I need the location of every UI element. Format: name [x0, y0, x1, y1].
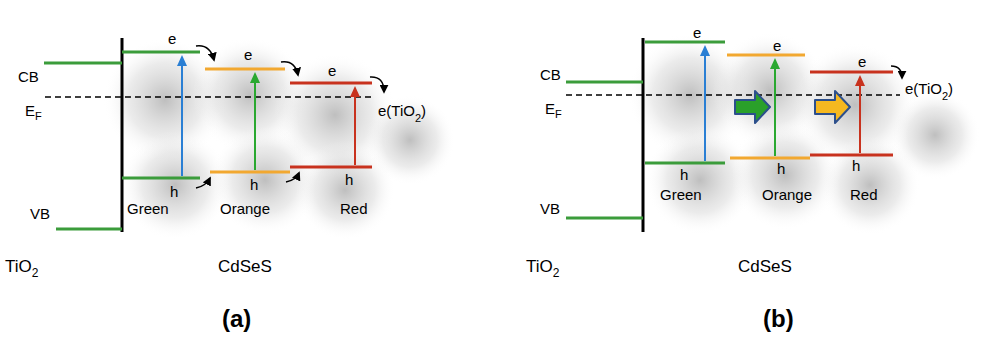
subscript: F [35, 110, 42, 123]
dot-label: Green [127, 200, 169, 217]
arrow-head [770, 58, 780, 69]
electron-label: e [168, 30, 176, 47]
subscript: F [555, 108, 562, 121]
subscript: 2 [942, 90, 948, 103]
panel-label: (a) [222, 305, 251, 333]
green-vb-level [645, 162, 725, 165]
red-vb-level [810, 154, 893, 157]
green-vb-level [122, 177, 200, 180]
electron-label: e [693, 24, 701, 41]
hole-label: h [170, 183, 178, 200]
band-label: VB [30, 205, 50, 222]
transfer-arrow [281, 62, 298, 75]
excitation-arrow [774, 67, 776, 156]
excitation-arrow [859, 84, 861, 153]
electron-label: ) [421, 102, 426, 119]
dot-label: Orange [762, 186, 812, 203]
energy-transfer-arrow [735, 91, 770, 123]
material-label: TiO [5, 257, 32, 277]
material-label: CdSeS [738, 257, 792, 277]
orange-cb-level [727, 54, 805, 57]
electron-label: e [773, 37, 781, 54]
interface-line [121, 38, 124, 232]
excitation-arrow [254, 81, 256, 170]
band-label: CB [18, 68, 39, 85]
quantum-dot [365, 95, 455, 185]
panel-label: (b) [763, 305, 794, 333]
band-label: CB [540, 66, 561, 83]
energy-transfer-arrow [815, 91, 850, 123]
transfer-arrow [891, 66, 902, 78]
red-vb-level [290, 166, 372, 169]
fermi-level [45, 96, 375, 98]
arrow-head [250, 72, 260, 83]
arrow-head [700, 45, 710, 56]
tio2-cb-level [44, 62, 122, 65]
tio2-vb-level [56, 228, 122, 231]
tio2-vb-level [566, 217, 643, 220]
subscript: 2 [32, 267, 39, 281]
dot-label: Orange [220, 200, 270, 217]
hole-transfer-arrow [196, 178, 210, 188]
transfer-arrow [370, 77, 384, 92]
hole-label: h [345, 171, 353, 188]
arrow-head [855, 75, 865, 86]
band-label: VB [540, 200, 560, 217]
dot-label: Red [340, 200, 368, 217]
excitation-arrow [181, 64, 183, 176]
tio2-cb-level [566, 81, 643, 84]
excitation-arrow [354, 95, 356, 165]
electron-label: e(TiO [378, 102, 415, 119]
arrow-head [350, 86, 360, 97]
hole-transfer-arrow [286, 173, 299, 182]
transfer-arrow [196, 46, 214, 60]
dot-label: Green [660, 186, 702, 203]
fermi-level [566, 94, 900, 96]
subscript: 2 [553, 267, 560, 281]
green-cb-level [645, 41, 725, 44]
quantum-dot-blobs [103, 37, 455, 240]
material-label: TiO [526, 257, 553, 277]
material-label: CdSeS [218, 257, 272, 277]
dot-label: Red [850, 186, 878, 203]
electron-label: e(TiO [905, 80, 942, 97]
hole-label: h [852, 157, 860, 174]
hole-label: h [777, 160, 785, 177]
green-cb-level [122, 51, 200, 54]
hole-label: h [680, 166, 688, 183]
red-cb-level [810, 71, 893, 74]
orange-cb-level [205, 68, 285, 71]
electron-label: ) [948, 80, 953, 97]
electron-label: e [244, 46, 252, 63]
electron-label: e [328, 62, 336, 79]
red-cb-level [290, 82, 372, 85]
hole-label: h [250, 176, 258, 193]
subscript: 2 [415, 112, 421, 125]
interface-line [642, 38, 645, 232]
electron-label: e [858, 53, 866, 70]
fermi-label: E [25, 102, 35, 119]
quantum-dot-blobs [628, 32, 980, 235]
arrow-head [177, 55, 187, 66]
orange-vb-level [730, 157, 810, 160]
excitation-arrow [704, 54, 706, 161]
fermi-label: E [545, 100, 555, 117]
orange-vb-level [210, 171, 290, 174]
quantum-dot [890, 90, 980, 180]
